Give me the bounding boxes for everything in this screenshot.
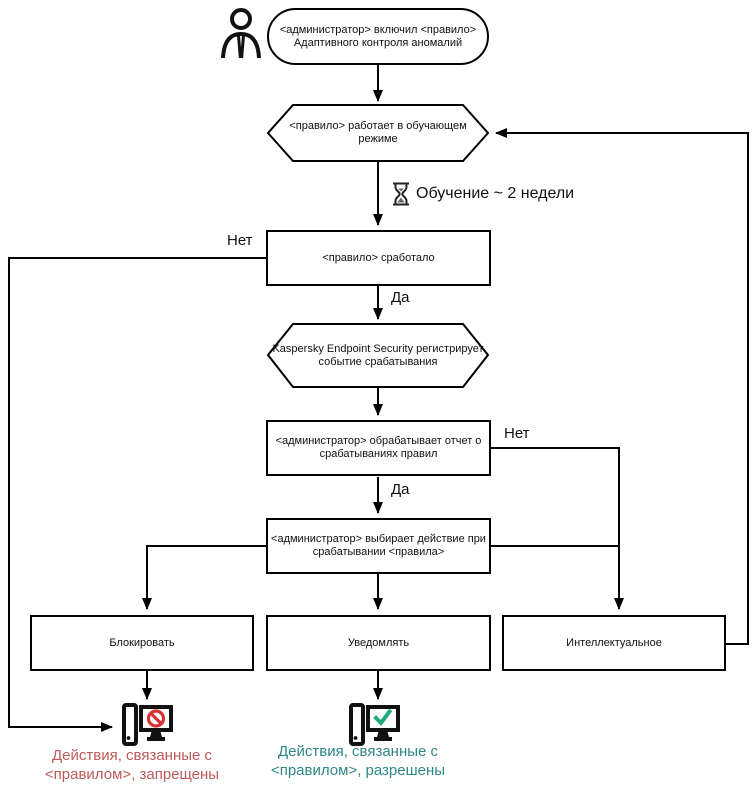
action-smart-node: Интеллектуальное [502,615,726,671]
start-node: <администратор> включил <правило> Адапти… [267,8,489,65]
hourglass-icon [393,182,409,206]
outcome-denied-text: Действия, связанные с <правилом>, запрещ… [44,747,220,783]
person-icon [221,8,261,58]
action-block-node: Блокировать [30,615,254,671]
rule-triggered-node: <правило> сработало [266,230,491,286]
kes-registers-label: Kaspersky Endpoint Security регистрирует… [272,342,484,368]
action-notify-node: Уведомлять [266,615,491,671]
label-yes-bottom: Да [391,481,410,498]
computer-allowed-icon [349,703,400,746]
label-no-left: Нет [227,232,253,249]
computer-blocked-icon [122,703,173,746]
admin-choice-node: <администратор> выбирает действие при ср… [266,518,491,574]
admin-report-node: <администратор> обрабатывает отчет о сра… [266,420,491,476]
check-mark [373,708,393,727]
edge-feedback-to-training [495,128,749,645]
training-mode-label: <правило> работает в обучающем режиме [289,120,467,145]
outcome-allowed-text: Действия, связанные с <правилом>, разреш… [270,743,446,779]
label-training-duration: Обучение ~ 2 недели [416,185,575,202]
edge-choice-to-block [142,545,266,610]
label-no-right: Нет [504,425,530,442]
prohibit-sign [146,709,166,728]
edge-no-to-smart [491,447,624,610]
label-yes-top: Да [391,289,410,306]
